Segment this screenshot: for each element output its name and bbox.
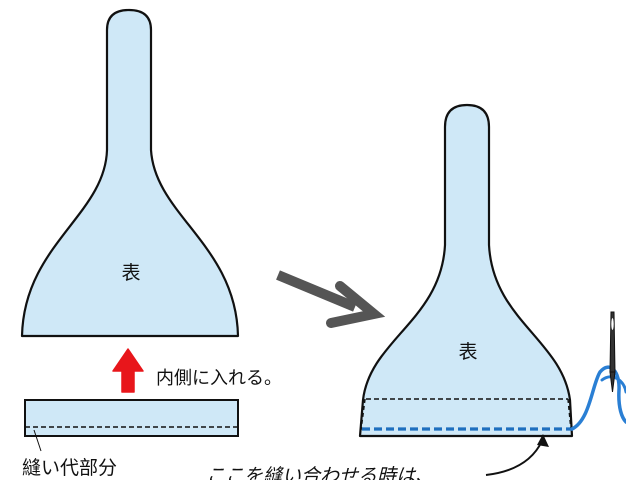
seam-allowance-leader-line (33, 429, 42, 452)
callout-arrowhead (537, 434, 549, 447)
insert-note-label: 内側に入れる。 (156, 368, 282, 389)
hidden-allowance-right-edge (567, 398, 572, 431)
sew-here-label: ここを縫い合わせる時は、 (206, 465, 434, 480)
left-face-label: 表 (121, 262, 140, 284)
seam-allowance-strip (24, 399, 239, 437)
right-face-label: 表 (458, 341, 477, 363)
left-fabric-piece (20, 8, 240, 338)
hidden-allowance-left-edge (360, 398, 366, 431)
up-arrow-icon (112, 348, 144, 393)
callout-leader-line (485, 440, 543, 476)
right-fabric-piece (358, 103, 574, 438)
right-down-arrow-icon (276, 270, 386, 328)
seam-allowance-label: 縫い代部分 (22, 457, 117, 479)
needle-icon (570, 311, 626, 431)
